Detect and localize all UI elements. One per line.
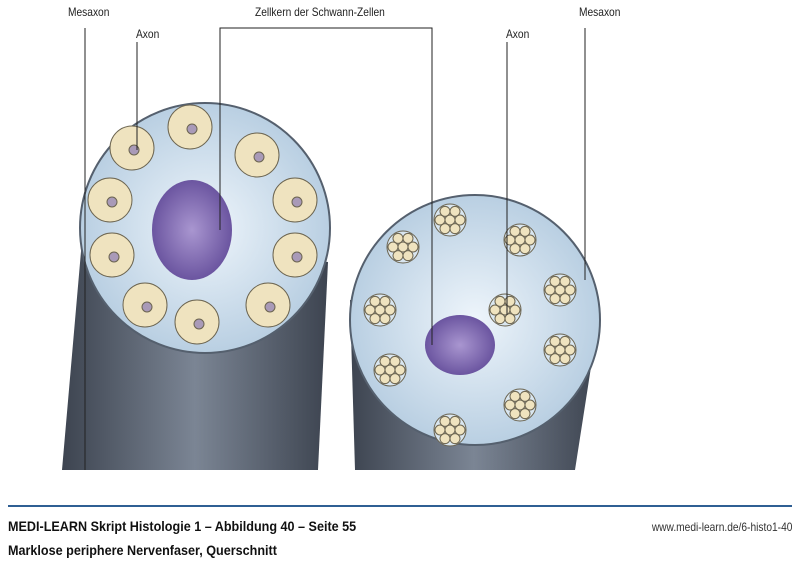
axon-inclusion [186,123,198,135]
nucleus-right [425,315,495,375]
axon [392,250,404,262]
axon [434,424,446,436]
axon [454,214,466,226]
axon-inclusion [264,301,276,313]
axon [449,223,461,235]
axon [504,399,516,411]
axon [549,275,561,287]
axon [509,408,521,420]
axon [392,232,404,244]
axon [494,295,506,307]
right-fiber [349,194,601,470]
axon [509,243,521,255]
axon [439,223,451,235]
nucleus-left [152,180,232,280]
figure-title: MEDI-LEARN Skript Histologie 1 – Abbildu… [8,518,357,534]
axon-inclusion [193,318,205,330]
axon [369,295,381,307]
axon [564,284,576,296]
label-mesaxon-right: Mesaxon [579,5,621,19]
axon [439,205,451,217]
axon [559,293,571,305]
axon-inclusion [291,196,303,208]
axon [394,364,406,376]
axon [549,293,561,305]
label-mesaxon-left: Mesaxon [68,5,110,19]
footer-divider [8,505,792,507]
axon [559,353,571,365]
axon [544,344,556,356]
axon-inclusion [253,151,265,163]
axon-inclusion [291,251,303,263]
axon [489,304,501,316]
figure-subtitle: Marklose periphere Nervenfaser, Querschn… [8,542,277,558]
axon [374,364,386,376]
axon [449,205,461,217]
axon [439,433,451,445]
label-axon-left: Axon [136,27,160,41]
axon-inclusion [106,196,118,208]
axon [559,275,571,287]
axon [449,415,461,427]
axon [439,415,451,427]
axon-inclusion [108,251,120,263]
axon [387,241,399,253]
axon [519,408,531,420]
axon [454,424,466,436]
axon [402,250,414,262]
leader-lines [84,27,586,470]
left-fiber [62,102,331,470]
nerve-fiber-illustration [62,27,601,470]
axon [559,335,571,347]
axon [509,225,521,237]
axon [524,399,536,411]
axon [549,335,561,347]
axon-inclusion [141,301,153,313]
figure-url[interactable]: www.medi-learn.de/6-histo1-40 [651,520,792,534]
label-axon-right: Axon [506,27,530,41]
axon [504,313,516,325]
axon [494,313,506,325]
axon [369,313,381,325]
axon [407,241,419,253]
axon [519,243,531,255]
axon [434,214,446,226]
axon [379,373,391,385]
axon [402,232,414,244]
axon [379,313,391,325]
axon [509,390,521,402]
axon [564,344,576,356]
axon [379,295,391,307]
axon [519,225,531,237]
axon [509,304,521,316]
axon [449,433,461,445]
axon [384,304,396,316]
axon [364,304,376,316]
axon [549,353,561,365]
axon [544,284,556,296]
axon [389,373,401,385]
label-nucleus: Zellkern der Schwann-Zellen [255,5,385,19]
axon [519,390,531,402]
axon [379,355,391,367]
axon [524,234,536,246]
axon [389,355,401,367]
